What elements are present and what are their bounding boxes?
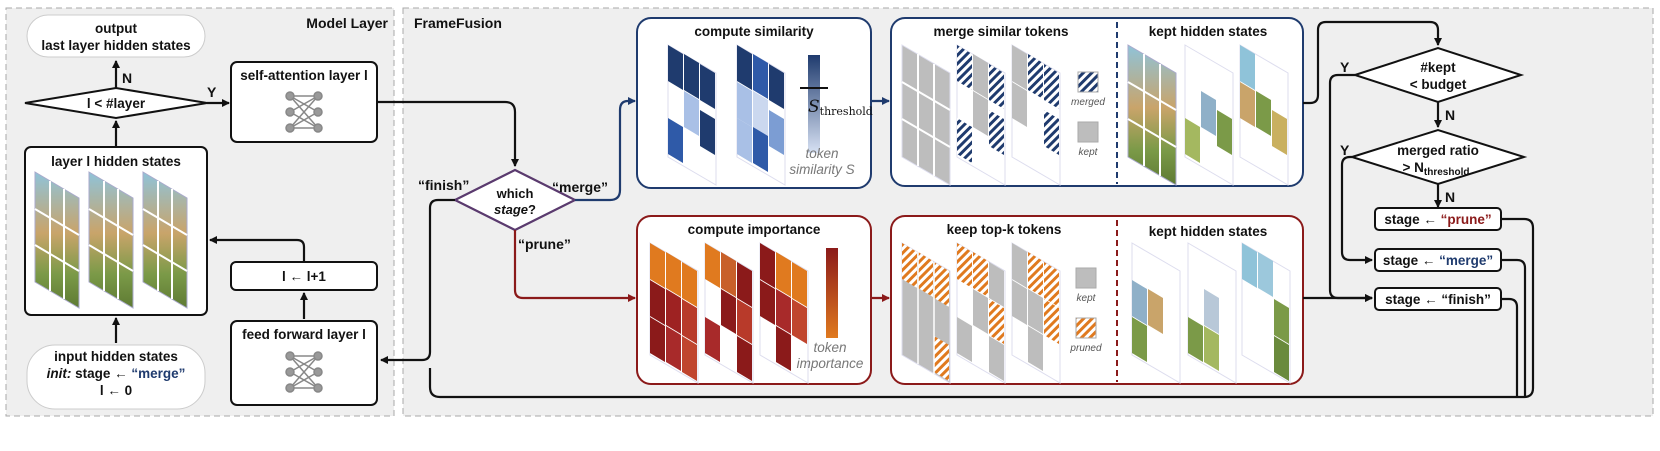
output-label-1: output bbox=[95, 21, 137, 36]
budget-diamond bbox=[1351, 46, 1525, 104]
feed-forward-label: feed forward layer l bbox=[242, 327, 366, 342]
input-label-3: l ← 0 bbox=[100, 383, 132, 398]
merge-label: “merge” bbox=[552, 179, 608, 195]
importance-colorbar bbox=[826, 248, 838, 338]
merged-token-frames bbox=[901, 44, 1061, 186]
stage-prune-label: stage ← “prune” bbox=[1384, 212, 1491, 227]
input-label-2: init: stage ← “merge” bbox=[47, 366, 186, 381]
importance-tokens bbox=[649, 242, 809, 384]
output-box bbox=[26, 14, 206, 58]
ratio-no-label: N bbox=[1445, 189, 1455, 205]
compute-importance-title: compute importance bbox=[688, 222, 821, 237]
feed-forward-network-icon bbox=[285, 351, 323, 393]
ratio-label-1: merged ratio bbox=[1397, 143, 1479, 158]
merged-legend-swatch bbox=[1077, 71, 1099, 93]
framefusion-title: FrameFusion bbox=[414, 15, 502, 31]
token-similarity-label-2: similarity S bbox=[789, 162, 854, 177]
prune-label: “prune” bbox=[518, 236, 571, 252]
increment-label: l ← l+1 bbox=[282, 269, 326, 284]
which-label: which bbox=[496, 186, 534, 201]
budget-label-2: < budget bbox=[1410, 77, 1467, 92]
s-threshold-label: Sthreshold bbox=[808, 97, 873, 118]
kept-hidden-frames-2 bbox=[1131, 242, 1291, 384]
kept-hidden-title-1: kept hidden states bbox=[1149, 24, 1268, 39]
kept-hidden-frames-1 bbox=[1127, 44, 1289, 186]
feed-forward-box bbox=[230, 320, 378, 406]
hidden-states-label: layer l hidden states bbox=[51, 154, 181, 169]
similarity-colorbar bbox=[808, 55, 820, 153]
self-attention-label: self-attention layer l bbox=[240, 68, 368, 83]
input-label-1: input hidden states bbox=[54, 349, 178, 364]
token-importance-label-2: importance bbox=[797, 356, 864, 371]
merged-legend-label: merged bbox=[1071, 97, 1105, 108]
ratio-diamond bbox=[1348, 128, 1528, 186]
model-layer-title: Model Layer bbox=[306, 15, 388, 31]
stage-label: stage? bbox=[494, 202, 536, 217]
merge-similar-title: merge similar tokens bbox=[933, 24, 1068, 39]
yes-label: Y bbox=[207, 84, 217, 100]
budget-no-label: N bbox=[1445, 107, 1455, 123]
keep-topk-box bbox=[890, 215, 1304, 385]
attention-network-icon bbox=[285, 91, 323, 133]
kept-hidden-title-2: kept hidden states bbox=[1149, 224, 1268, 239]
ratio-yes-label: Y bbox=[1340, 142, 1350, 158]
compute-similarity-title: compute similarity bbox=[694, 24, 814, 39]
pruned-legend-label: pruned bbox=[1069, 343, 1102, 354]
similarity-tokens bbox=[667, 44, 786, 186]
pruned-token-frames bbox=[901, 242, 1061, 384]
stage-finish-label: stage ← “finish” bbox=[1385, 292, 1491, 307]
hidden-states-frames bbox=[34, 171, 188, 309]
pruned-legend-swatch bbox=[1075, 317, 1097, 339]
budget-yes-label: Y bbox=[1340, 59, 1350, 75]
budget-label-1: #kept bbox=[1420, 60, 1456, 75]
layer-check-label: l < #layer bbox=[87, 96, 146, 111]
stage-merge-label: stage ← “merge” bbox=[1383, 253, 1493, 268]
token-similarity-label-1: token bbox=[805, 146, 838, 161]
output-label-2: last layer hidden states bbox=[41, 38, 190, 53]
kept-legend-swatch-2 bbox=[1075, 267, 1097, 289]
kept-legend-label-2: kept bbox=[1077, 293, 1097, 304]
kept-legend-label: kept bbox=[1079, 147, 1099, 158]
token-importance-label-1: token bbox=[813, 340, 846, 355]
input-box bbox=[26, 344, 206, 410]
kept-legend-swatch bbox=[1077, 121, 1099, 143]
keep-topk-title: keep top-k tokens bbox=[947, 222, 1062, 237]
finish-label: “finish” bbox=[418, 177, 469, 193]
no-label: N bbox=[122, 70, 132, 86]
ratio-label-2: > Nthreshold bbox=[1403, 160, 1470, 178]
